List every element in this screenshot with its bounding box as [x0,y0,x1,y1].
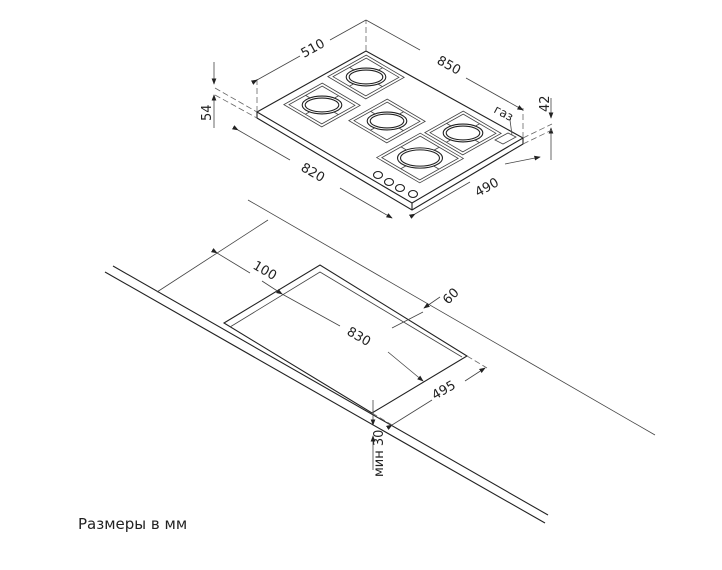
burner-cap [304,97,340,113]
dim-cutout-length: 830 [344,324,373,349]
burner-cap [396,147,444,169]
burner-grate [429,113,497,153]
burner-cap [445,125,481,141]
units-note: Размеры в мм [78,515,188,533]
dim-min-thickness: мин 30 [372,430,387,477]
hob-drawing [255,50,525,211]
burner-grate [375,132,465,184]
burner-cap [399,149,441,167]
burner-cap [348,69,384,85]
burner-grate [348,98,426,144]
burner-cap [345,67,387,87]
burner-cap [369,113,405,129]
knob[interactable] [407,189,419,199]
dim-hob-height-right: 42 [538,95,553,112]
burner-grate [332,57,400,97]
burner-grate [283,82,361,128]
knob[interactable] [372,170,384,180]
burner-grate [288,85,356,125]
control-knobs [372,170,419,199]
burner-grate [381,135,459,181]
dim-hob-depth-side: 490 [473,175,502,200]
cutout-dimensions: 100 60 830 495 мин 30 [210,248,488,477]
dim-hob-depth-top: 510 [299,36,328,61]
dim-hob-width-top: 850 [434,53,463,78]
burner [283,82,361,128]
burner [348,98,426,144]
burner [375,132,465,184]
dim-cutout-side-margin: 60 [440,286,462,308]
gas-label: газ [492,102,516,124]
burners [283,54,502,184]
burner-grate [327,54,405,100]
burner [424,110,502,156]
gas-connector [494,132,517,145]
dim-hob-width-front: 820 [298,160,327,185]
burner-grate [353,101,421,141]
dim-cutout-back-margin: 100 [250,258,279,283]
burner-cap [366,111,408,131]
knob[interactable] [394,183,406,193]
countertop-drawing [104,199,656,524]
burner-grate [424,110,502,156]
burner-cap [301,95,343,115]
knob[interactable] [383,177,395,187]
burner [327,54,405,100]
dim-hob-height-left: 54 [200,104,215,121]
dim-cutout-depth: 495 [430,378,459,403]
burner-cap [442,123,484,143]
